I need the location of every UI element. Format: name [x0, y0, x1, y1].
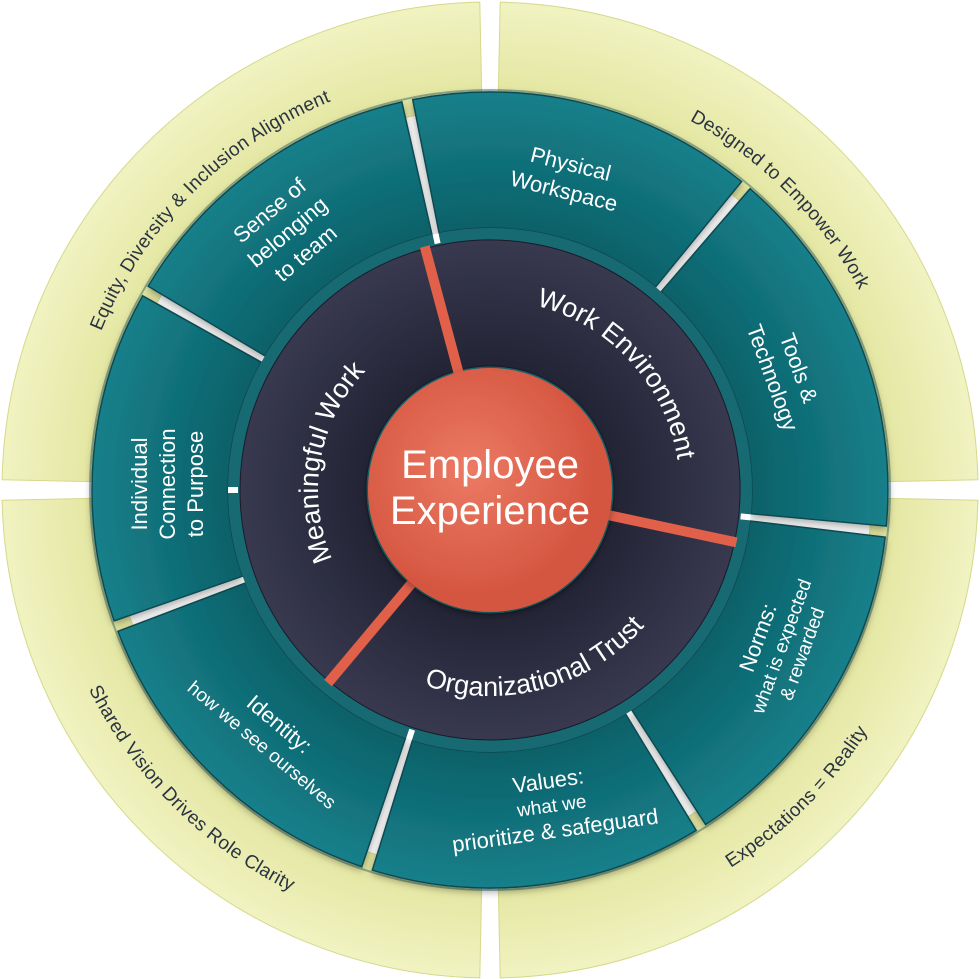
teal-label-individual-connection-line-1: Individual: [127, 438, 152, 531]
teal-ring-edge: [89, 89, 891, 891]
ring-tick-2: [740, 513, 751, 521]
teal-label-individual-connection-line-2: Connection: [155, 428, 180, 539]
center-label-line-2: Experience: [390, 489, 590, 533]
spoke-3: [324, 577, 418, 687]
middle-segment-meaningful-work: [239, 247, 459, 683]
spokes: [228, 233, 751, 741]
spoke-2: [604, 509, 738, 548]
teal-segment-sense-of-belonging: [147, 100, 433, 357]
spoke-1: [419, 245, 465, 378]
teal-label-individual-connection-line-3: to Purpose: [183, 431, 208, 537]
ring-tick-1: [432, 233, 441, 245]
teal-label-individual-connection: Individual Connection to Purpose: [127, 428, 208, 539]
middle-segment-work-environment: [424, 239, 741, 543]
middle-segment-organizational-trust: [328, 515, 736, 741]
middle-ring: [239, 239, 741, 741]
ring-tick-3: [406, 728, 415, 741]
center-disc: [368, 368, 612, 612]
center-label-line-1: Employee: [401, 443, 579, 487]
center-circle: Employee Experience: [368, 368, 612, 612]
